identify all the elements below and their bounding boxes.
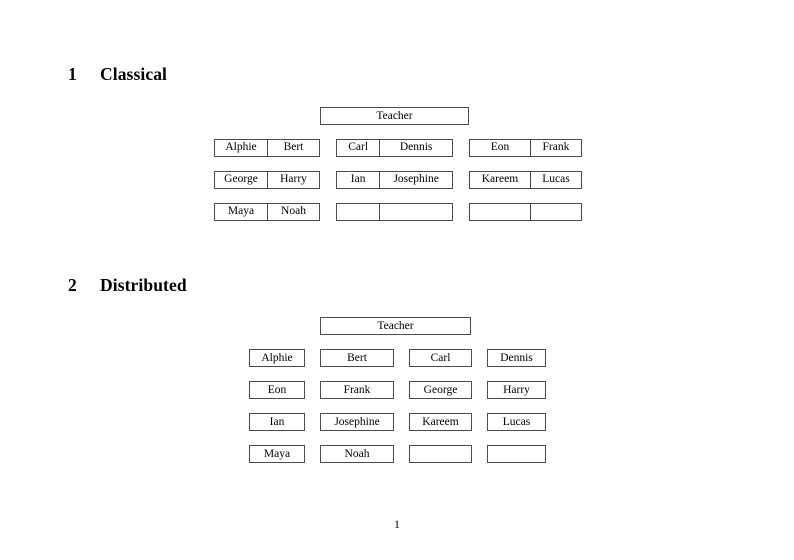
section-number: 1 <box>68 64 77 84</box>
cell-josephine: Josephine <box>379 172 452 188</box>
distributed-cell-josephine: Josephine <box>320 413 394 431</box>
cell-empty-right-right <box>529 204 581 220</box>
cell-george: George <box>224 173 258 186</box>
classical-row-carl-dennis: Carl Dennis <box>336 139 453 157</box>
classical-row-alphie-bert: Alphie Bert <box>214 139 320 157</box>
distributed-cell-carl: Carl <box>409 349 472 367</box>
classical-row-empty-right <box>469 203 582 221</box>
distributed-cell-kareem: Kareem <box>409 413 472 431</box>
distributed-cell-empty-col4 <box>487 445 546 463</box>
cell-carl: Carl <box>348 141 369 154</box>
distributed-cell-dennis: Dennis <box>487 349 546 367</box>
cell-maya: Maya <box>227 205 255 218</box>
distributed-teacher-box: Teacher <box>320 317 471 335</box>
cell-bert: Bert <box>266 140 319 156</box>
cell-noah: Noah <box>266 204 319 220</box>
classical-row-george-harry: George Harry <box>214 171 320 189</box>
distributed-cell-harry: Harry <box>487 381 546 399</box>
distributed-cell-lucas: Lucas <box>487 413 546 431</box>
distributed-cell-eon: Eon <box>249 381 305 399</box>
classical-row-empty-middle <box>336 203 453 221</box>
distributed-cell-noah: Noah <box>320 445 394 463</box>
distributed-cell-alphie: Alphie <box>249 349 305 367</box>
distributed-cell-bert: Bert <box>320 349 394 367</box>
cell-alphie: Alphie <box>225 141 257 154</box>
cell-lucas: Lucas <box>529 172 581 188</box>
distributed-cell-maya: Maya <box>249 445 305 463</box>
cell-frank: Frank <box>529 140 581 156</box>
distributed-cell-ian: Ian <box>249 413 305 431</box>
cell-kareem: Kareem <box>481 173 519 186</box>
classical-row-ian-josephine: Ian Josephine <box>336 171 453 189</box>
distributed-cell-frank: Frank <box>320 381 394 399</box>
classical-row-eon-frank: Eon Frank <box>469 139 582 157</box>
classical-teacher-box: Teacher <box>320 107 469 125</box>
page-number: 1 <box>394 519 400 531</box>
section-title: Distributed <box>100 275 187 295</box>
cell-empty-right-left <box>470 204 530 220</box>
cell-dennis: Dennis <box>379 140 452 156</box>
section-title: Classical <box>100 64 168 84</box>
section-number: 2 <box>68 275 77 295</box>
classical-row-kareem-lucas: Kareem Lucas <box>469 171 582 189</box>
section-heading-classical: 1 Classical <box>68 64 168 84</box>
classical-row-maya-noah: Maya Noah <box>214 203 320 221</box>
section-heading-distributed: 2 Distributed <box>68 275 187 295</box>
distributed-cell-george: George <box>409 381 472 399</box>
distributed-cell-empty-col3 <box>409 445 472 463</box>
cell-eon: Eon <box>490 141 510 154</box>
cell-ian: Ian <box>350 173 366 186</box>
cell-empty-middle-left <box>337 204 379 220</box>
cell-empty-middle-right <box>379 204 452 220</box>
cell-harry: Harry <box>266 172 319 188</box>
